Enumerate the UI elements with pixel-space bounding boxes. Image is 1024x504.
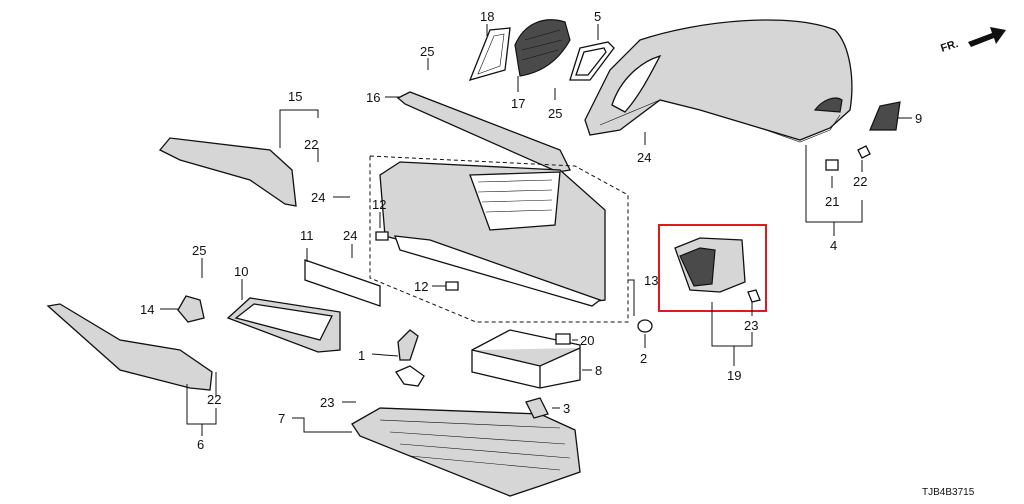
part-3-clip xyxy=(525,397,549,419)
part-14-latch xyxy=(177,295,205,323)
part-22-clip xyxy=(857,145,871,159)
callout-3: 3 xyxy=(563,401,570,416)
front-direction-label: FR. xyxy=(939,38,960,55)
callout-12-lower: 12 xyxy=(414,279,428,294)
part-4-dashboard-panel xyxy=(584,19,871,171)
callout-19: 19 xyxy=(727,368,741,383)
callout-25-left: 25 xyxy=(192,243,206,258)
callout-24-center: 24 xyxy=(343,228,357,243)
callout-25-mid: 25 xyxy=(548,106,562,121)
part-12-clip-b xyxy=(445,281,459,291)
leader-lines xyxy=(160,24,912,436)
callout-20: 20 xyxy=(580,333,594,348)
callout-4: 4 xyxy=(830,238,837,253)
callout-24-right: 24 xyxy=(637,150,651,165)
callout-7: 7 xyxy=(278,411,285,426)
callout-labels: 18 5 25 16 17 25 24 9 22 21 4 15 22 24 1… xyxy=(140,9,922,452)
callout-17: 17 xyxy=(511,96,525,111)
callout-23-lower: 23 xyxy=(320,395,334,410)
callout-23-right: 23 xyxy=(744,318,758,333)
callout-22-right: 22 xyxy=(853,174,867,189)
part-15-dash-trim xyxy=(158,137,297,207)
callout-25-top: 25 xyxy=(420,44,434,59)
callout-9: 9 xyxy=(915,111,922,126)
part-19-vent xyxy=(674,237,761,303)
callout-22-lower: 22 xyxy=(207,392,221,407)
callout-10: 10 xyxy=(234,264,248,279)
part-8-storage-box xyxy=(471,329,581,389)
callout-16: 16 xyxy=(366,90,380,105)
part-6-lower-trim xyxy=(46,303,213,391)
part-16-trim-strip xyxy=(396,91,571,173)
part-18-vent-bezel xyxy=(468,27,511,81)
callout-18: 18 xyxy=(480,9,494,24)
callout-6: 6 xyxy=(197,437,204,452)
callout-14: 14 xyxy=(140,302,154,317)
part-1-lock xyxy=(395,329,425,387)
part-11-panel xyxy=(304,259,381,307)
callout-13: 13 xyxy=(644,273,658,288)
part-9-cap xyxy=(869,101,901,131)
part-21-clip xyxy=(825,159,839,171)
front-direction-indicator: FR. xyxy=(939,27,1006,55)
part-10-tray xyxy=(226,297,341,353)
callout-8: 8 xyxy=(595,363,602,378)
callout-1: 1 xyxy=(358,348,365,363)
part-17-side-vent xyxy=(514,19,571,77)
callout-12-upper: 12 xyxy=(372,197,386,212)
callout-15: 15 xyxy=(288,89,302,104)
part-7-glovebox-lower xyxy=(351,407,581,497)
callout-24-left: 24 xyxy=(311,190,325,205)
part-20-screw xyxy=(555,333,571,345)
part-13-glovebox-frame xyxy=(369,155,629,323)
part-2-bumper xyxy=(637,319,653,333)
callout-21: 21 xyxy=(825,194,839,209)
front-arrow-icon xyxy=(968,27,1006,47)
callout-5: 5 xyxy=(594,9,601,24)
drawing-code: TJB4B3715 xyxy=(922,487,975,498)
part-12-clip-a xyxy=(375,231,389,241)
callout-22-left: 22 xyxy=(304,137,318,152)
callout-11: 11 xyxy=(300,228,314,243)
callout-2: 2 xyxy=(640,351,647,366)
part-5-vent-gasket xyxy=(569,41,615,81)
